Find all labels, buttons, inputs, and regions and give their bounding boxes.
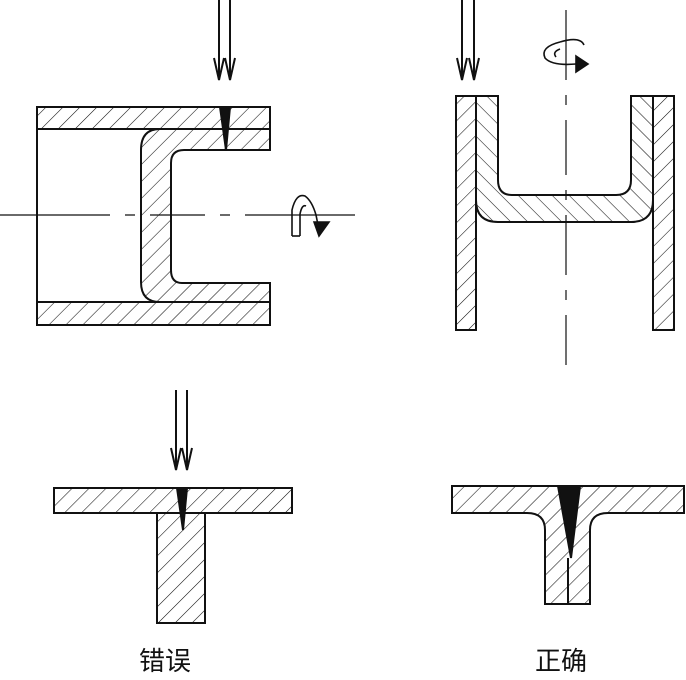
inner-cup [475, 95, 654, 223]
bottom-right-t-joint [451, 485, 685, 605]
rotation-arrow-icon [543, 38, 590, 74]
top-right-tube-assembly [455, 0, 675, 365]
weld-seam [175, 487, 189, 531]
arrow-down-icon [170, 390, 193, 471]
caption-wrong: 错误 [139, 647, 192, 677]
caption-right: 正确 [535, 647, 588, 677]
bottom-left-t-joint [53, 390, 293, 624]
weld-seam [556, 485, 582, 559]
top-left-tube-assembly [0, 0, 355, 326]
tube-left-wall [455, 95, 477, 331]
arrow-down-icon [213, 0, 236, 81]
web-plate [156, 512, 206, 624]
tube-bottom-wall [36, 301, 271, 326]
tube-right-wall [652, 95, 675, 331]
weld-seam [218, 106, 232, 151]
arrow-down-icon [456, 0, 480, 81]
rotation-arrow-icon [291, 194, 331, 238]
tube-top-wall [36, 106, 271, 130]
flange-plate [53, 487, 293, 514]
